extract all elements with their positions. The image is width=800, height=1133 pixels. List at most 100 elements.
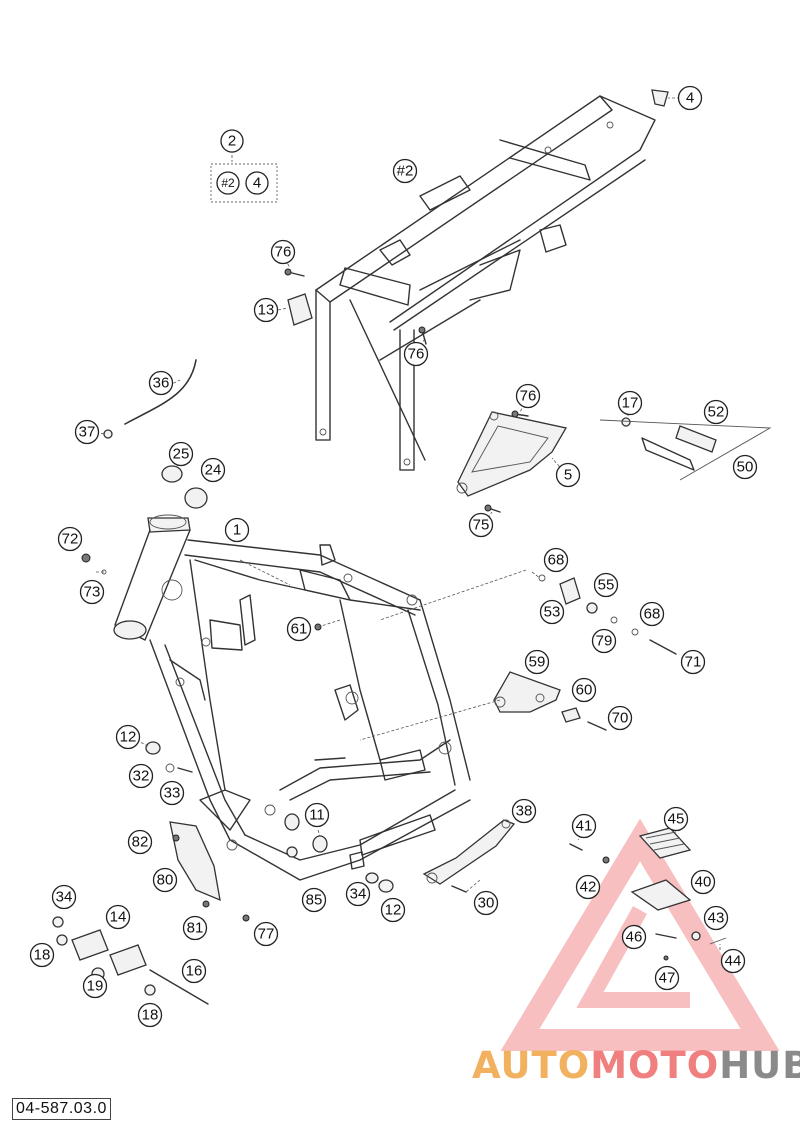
part-callout-46: 46 [621, 924, 647, 950]
part-callout-13: 13 [253, 297, 279, 323]
group-label: 2 [228, 133, 236, 150]
callout-number: 19 [87, 978, 104, 995]
part-callout-45: 45 [663, 806, 689, 832]
part-callout-47: 47 [654, 965, 680, 991]
part-callout-14: 14 [105, 904, 131, 930]
part-callout-38: 38 [511, 798, 537, 824]
callout-number: 42 [580, 879, 597, 896]
part-callout-5: 5 [555, 462, 581, 488]
callout-number: 81 [187, 920, 204, 937]
part-callout-72: 72 [57, 526, 83, 552]
callout-number: 72 [62, 531, 79, 548]
callout-number: 16 [186, 963, 203, 980]
callout-number: 76 [408, 346, 425, 363]
callout-number: 52 [708, 404, 725, 421]
callout-number: 17 [622, 395, 639, 412]
part-callout-55: 55 [593, 572, 619, 598]
callout-number: 25 [173, 446, 190, 463]
part-callout-81: 81 [182, 915, 208, 941]
part-callout-25: 25 [168, 441, 194, 467]
part-callout-1: 1 [224, 517, 250, 543]
part-callout-30: 30 [473, 890, 499, 916]
part-callout-32: 32 [128, 763, 154, 789]
part-callout-80: 80 [152, 867, 178, 893]
part-callouts: 14#2761376363725247657517525072736168555… [29, 85, 758, 1028]
part-callout-24: 24 [200, 457, 226, 483]
main-frame [113, 514, 471, 881]
part-callout-42: 42 [575, 874, 601, 900]
callout-number: 34 [56, 889, 73, 906]
callout-number: 55 [598, 577, 615, 594]
part-callout-40: 40 [690, 869, 716, 895]
callout-number: 38 [516, 803, 533, 820]
part-callout-85: 85 [301, 887, 327, 913]
part-callout-33: 33 [159, 780, 185, 806]
callout-number: 43 [708, 910, 725, 927]
callout-number: 13 [258, 302, 275, 319]
part-callout-59: 59 [524, 649, 550, 675]
callout-number: 41 [576, 818, 593, 835]
part-callout-70: 70 [607, 705, 633, 731]
drawing-code: 04-587.03.0 [12, 1098, 111, 1120]
part-callout-73: 73 [79, 579, 105, 605]
callout-number: 5 [564, 467, 572, 484]
part-callout-11: 11 [304, 802, 330, 828]
part-callout-18: 18 [29, 942, 55, 968]
callout-number: 30 [478, 895, 495, 912]
callout-number: 18 [142, 1007, 159, 1024]
part-callout-76: 76 [515, 383, 541, 409]
callout-number: 12 [120, 729, 137, 746]
callout-number: 79 [596, 633, 613, 650]
callout-number: 18 [34, 947, 51, 964]
part-callout-34: 34 [345, 881, 371, 907]
part-callout-36: 36 [148, 370, 174, 396]
callout-number: 85 [306, 892, 323, 909]
rear-subframe [315, 95, 656, 471]
part-callout-71: 71 [680, 649, 706, 675]
part-callout-12: 12 [115, 724, 141, 750]
callout-number: 61 [291, 621, 308, 638]
callout-number: 12 [385, 902, 402, 919]
callout-number: 33 [164, 785, 181, 802]
callout-number: 70 [612, 710, 629, 727]
callout-number: 14 [110, 909, 127, 926]
callout-number: 82 [132, 834, 149, 851]
callout-number: 45 [668, 811, 685, 828]
part-callout-68: 68 [543, 547, 569, 573]
callout-number: 32 [133, 768, 150, 785]
callout-number: 50 [737, 459, 754, 476]
part-callout-52: 52 [703, 399, 729, 425]
callout-number: 60 [576, 682, 593, 699]
callout-number: 53 [544, 604, 561, 621]
callout-number: #2 [397, 163, 414, 180]
group-item: 4 [253, 175, 261, 192]
callout-number: 44 [725, 953, 742, 970]
callout-number: 59 [529, 654, 546, 671]
callout-number: 77 [258, 926, 275, 943]
part-callout-82: 82 [127, 829, 153, 855]
part-callout-41: 41 [571, 813, 597, 839]
part-callout-19: 19 [82, 973, 108, 999]
group-item: #2 [221, 176, 235, 190]
part-callout-61: 61 [286, 616, 312, 642]
part-callout-77: 77 [253, 921, 279, 947]
part-callout-75: 75 [468, 512, 494, 538]
small-parts [52, 89, 772, 1005]
part-callout-50: 50 [732, 454, 758, 480]
part-callout-hash-2: #2 [392, 158, 418, 184]
callout-number: 40 [695, 874, 712, 891]
callout-number: 4 [686, 90, 694, 107]
part-callout-60: 60 [571, 677, 597, 703]
callout-number: 11 [309, 807, 325, 824]
callout-number: 80 [157, 872, 174, 889]
part-callout-17: 17 [617, 390, 643, 416]
part-callout-4: 4 [677, 85, 703, 111]
callout-number: 71 [685, 654, 702, 671]
watermark-text: AUTOMOTOHUB [472, 1044, 800, 1087]
callout-number: 68 [644, 606, 661, 623]
group-box: 2 #2 4 [210, 129, 278, 203]
callout-number: 34 [350, 886, 367, 903]
part-callout-68: 68 [639, 601, 665, 627]
